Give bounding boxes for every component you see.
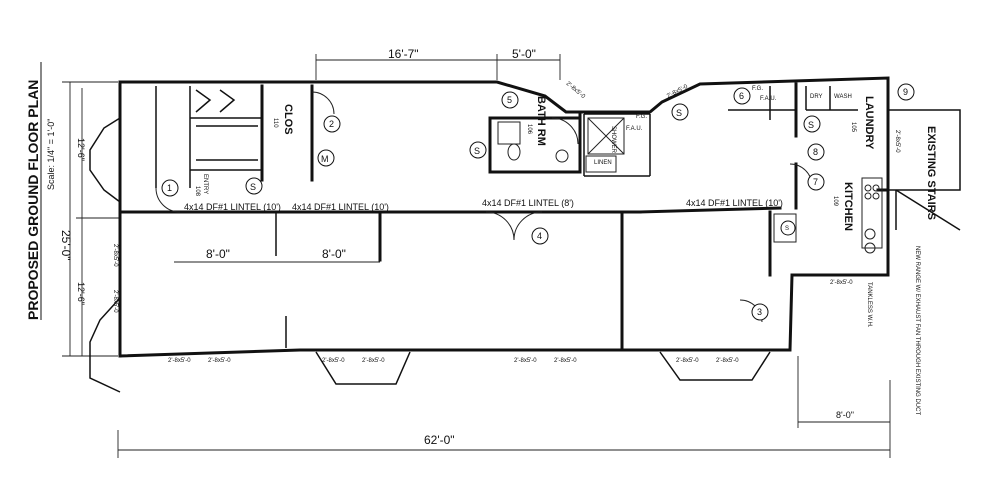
- room-laundry-tag: 105: [850, 122, 856, 133]
- win-bath: 2'-8x5'-0: [565, 81, 587, 101]
- room-clos-tag: 110: [272, 118, 278, 128]
- door-tag-3: 3: [757, 307, 762, 317]
- existing-stairs: EXISTING STAIRS: [888, 109, 961, 231]
- win-side-b: 2'-8x5'-0: [112, 290, 118, 313]
- fixture-dry: DRY: [810, 94, 823, 100]
- dim-mid-b: 8'-0": [322, 247, 346, 261]
- fixture-range-note: NEW RANGE W/ EXHAUST FAN THROUGH EXISTIN…: [914, 246, 920, 415]
- fixture-fau-1: F.A.U.: [760, 96, 777, 102]
- win-bottom-8: 2'-8x5'-0: [716, 358, 739, 364]
- room-bath-tag: 106: [526, 124, 532, 135]
- door-tag-circle: [531, 227, 549, 245]
- dim-bottom-right: 8'-0": [836, 410, 854, 420]
- room-entry-tag: 108: [194, 186, 200, 197]
- plan-scale: Scale: 1/4" = 1'-0": [46, 119, 56, 190]
- door-tag-8: 8: [813, 147, 818, 157]
- meter-symbol: M: [321, 154, 329, 164]
- door-tag-circle: [751, 303, 769, 321]
- dim-top-a: 16'-7": [388, 47, 419, 61]
- room-linen: LINEN: [594, 160, 612, 166]
- dim-mid-a: 8'-0": [206, 247, 230, 261]
- fixture-fau-2: F.A.U.: [626, 126, 643, 132]
- smoke-detector-2: S: [474, 146, 480, 156]
- door-tag-circle: [161, 179, 179, 197]
- lintel-labels: 4x14 DF#1 LINTEL (10') 4x14 DF#1 LINTEL …: [184, 198, 783, 212]
- room-entry: ENTRY: [202, 174, 208, 194]
- door-tag-circle: [501, 91, 519, 109]
- door-tag-2: 2: [329, 119, 334, 129]
- smoke-detector-1: S: [250, 182, 256, 192]
- dim-left-upper: 12'-6": [76, 138, 86, 161]
- door-tag-4: 4: [537, 231, 542, 241]
- room-kitchen: KITCHEN: [842, 182, 854, 231]
- door-tag-1: 1: [167, 183, 172, 193]
- win-bottom-2: 2'-8x5'-0: [208, 358, 231, 364]
- fixture-fg-2: F.G.: [636, 114, 647, 120]
- room-clos: CLOS: [282, 104, 294, 135]
- door-tag-5: 5: [507, 95, 512, 105]
- fixture-labels: F.A.U. F.A.U. F.G. F.G. DRY WASH SHOWER …: [610, 86, 920, 415]
- room-laundry: LAUNDRY: [863, 96, 875, 150]
- smoke-detectors: S S S S S M: [245, 103, 821, 236]
- fixture-shower: SHOWER: [610, 126, 616, 154]
- win-side-a: 2'-8x5'-0: [112, 244, 118, 267]
- door-tag-circle: [807, 173, 825, 191]
- room-labels: CLOS 110 ENTRY 108 BATH RM 106 LAUNDRY 1…: [194, 96, 875, 231]
- door-tag-6: 6: [739, 91, 744, 101]
- door-tag-9: 9: [903, 87, 908, 97]
- smoke-detector-4: S: [808, 120, 814, 130]
- door-tag-circle: [733, 87, 751, 105]
- door-tag-circle: [897, 83, 915, 101]
- smoke-detector-3: S: [676, 108, 682, 118]
- win-stairs: 2'-8x5'-0: [894, 130, 900, 153]
- lintel-2: 4x14 DF#1 LINTEL (10'): [292, 202, 389, 212]
- dim-bottom-total: 62'-0": [424, 433, 455, 447]
- room-kitchen-tag: 109: [832, 196, 838, 207]
- lintel-1: 4x14 DF#1 LINTEL (10'): [184, 202, 281, 212]
- win-bottom-7: 2'-8x5'-0: [676, 358, 699, 364]
- bottom-dimension: 62'-0" 8'-0": [117, 356, 891, 458]
- win-kitchen: 2'-8x5'-0: [830, 280, 853, 286]
- fixture-tankless: TANKLESS W.H.: [866, 282, 872, 328]
- door-tag-circle: [807, 143, 825, 161]
- fixture-wash: WASH: [834, 94, 852, 100]
- win-bottom-1: 2'-8x5'-0: [168, 358, 191, 364]
- door-tag-7: 7: [813, 177, 818, 187]
- dim-top-b: 5'-0": [512, 47, 536, 61]
- smoke-detector-5: S: [785, 226, 789, 232]
- lintel-4: 4x14 DF#1 LINTEL (10'): [686, 198, 783, 208]
- door-tags: 1 2 3 4 5 6 7 8 9: [161, 83, 915, 321]
- win-bottom-3: 2'-8x5'-0: [322, 358, 345, 364]
- door-tag-circle: [323, 115, 341, 133]
- interior-dimensions: 8'-0" 8'-0": [174, 247, 380, 263]
- dim-left-lower: 12'-6": [76, 282, 86, 305]
- top-dimension: 16'-7" 5'-0": [315, 47, 561, 80]
- win-bottom-6: 2'-8x5'-0: [554, 358, 577, 364]
- window-tags: 2'-8x5'-0 2'-8x5'-0 2'-8x5'-0 2'-8x5'-0 …: [112, 81, 900, 364]
- fixture-fg-1: F.G.: [752, 86, 763, 92]
- title-block: PROPOSED GROUND FLOOR PLAN Scale: 1/4" =…: [25, 62, 56, 320]
- exterior-walls: [89, 76, 890, 393]
- room-bath: BATH RM: [535, 96, 547, 146]
- existing-stairs-label: EXISTING STAIRS: [925, 126, 937, 220]
- left-dimension: 25'-0" 12'-6" 12'-6": [59, 81, 120, 357]
- interior-walls: [118, 82, 883, 350]
- dim-left-total: 25'-0": [59, 230, 73, 261]
- plan-title: PROPOSED GROUND FLOOR PLAN: [25, 80, 41, 320]
- lintel-3: 4x14 DF#1 LINTEL (8'): [482, 198, 574, 208]
- win-bottom-4: 2'-8x5'-0: [362, 358, 385, 364]
- win-bottom-5: 2'-8x5'-0: [514, 358, 537, 364]
